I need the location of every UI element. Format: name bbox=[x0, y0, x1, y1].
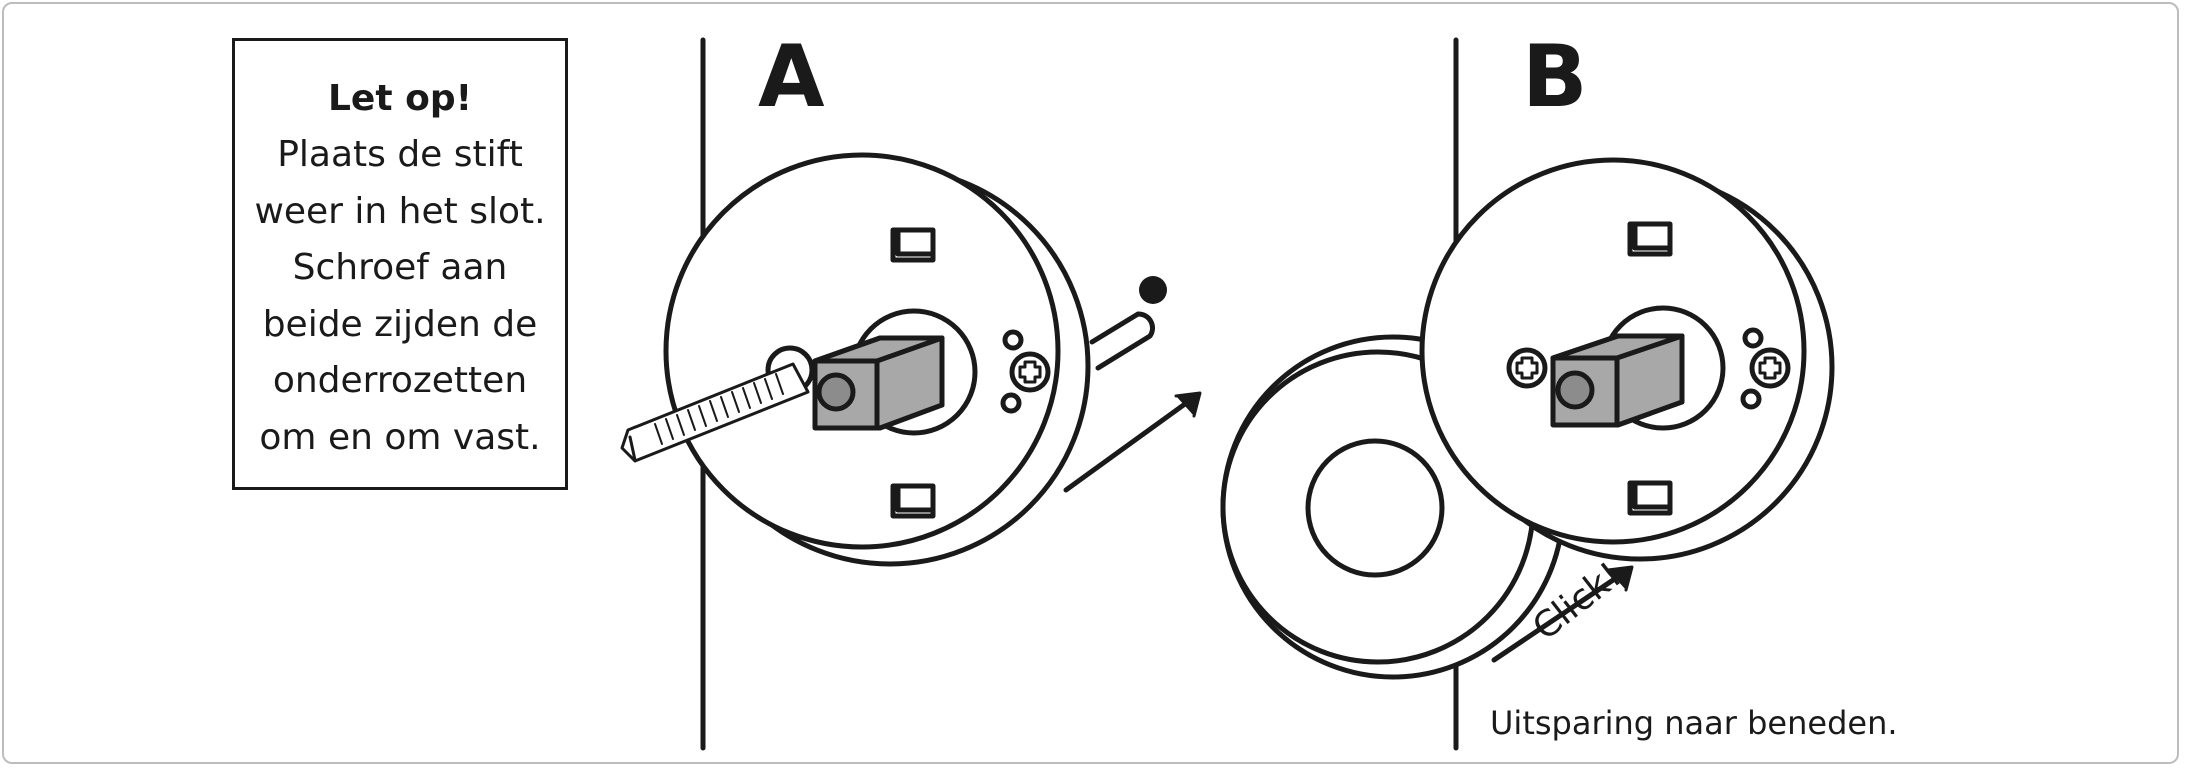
pin-dot bbox=[1139, 276, 1167, 304]
notice-line: Schroef aan bbox=[292, 247, 508, 288]
notice-title: Let op! bbox=[327, 78, 473, 119]
notice-line: beide zijden de bbox=[262, 303, 538, 345]
arrow-icon bbox=[1491, 565, 1634, 663]
panel-label-b: B bbox=[1522, 27, 1588, 127]
phillips-screw-icon bbox=[1009, 351, 1051, 393]
caption: Uitsparing naar beneden. bbox=[1490, 704, 1898, 742]
phillips-screw-icon bbox=[1506, 347, 1548, 389]
notice-line: weer in het slot. bbox=[254, 190, 546, 232]
notice-line: om en om vast. bbox=[259, 416, 541, 458]
notice-box: Let op! Plaats de stift weer in het slot… bbox=[232, 38, 568, 490]
panel-label-a: A bbox=[758, 27, 825, 127]
notice-line: Plaats de stift bbox=[277, 134, 523, 175]
phillips-screw-icon bbox=[1749, 347, 1791, 389]
notice-line: onderrozetten bbox=[272, 360, 528, 401]
spindle-icon bbox=[812, 335, 945, 431]
spindle-icon bbox=[1550, 333, 1685, 428]
screw-icon bbox=[620, 362, 810, 463]
arrow-icon bbox=[1063, 391, 1202, 493]
